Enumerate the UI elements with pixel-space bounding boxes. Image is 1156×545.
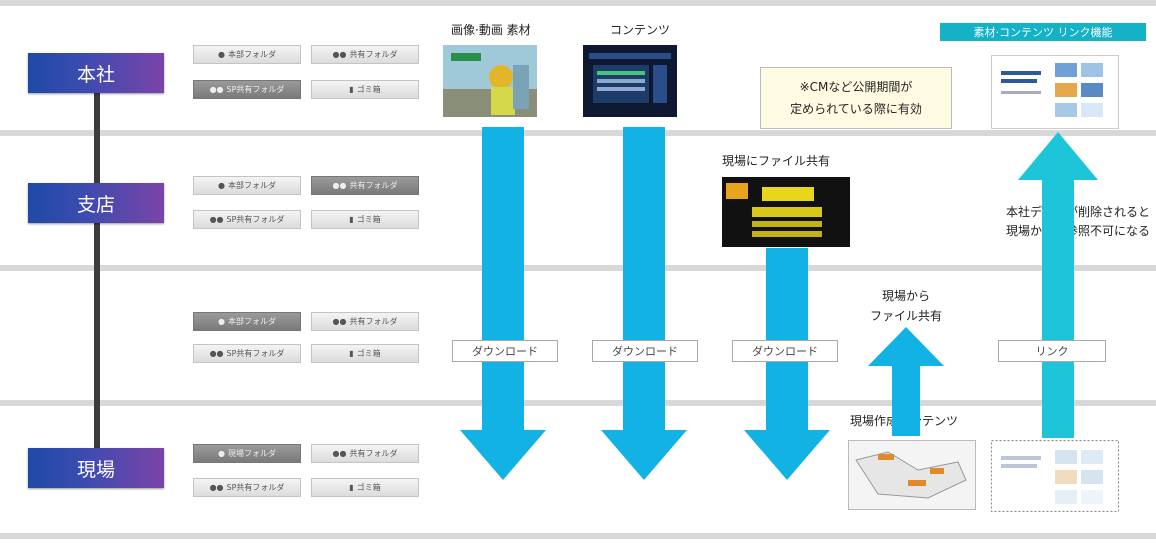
level-genba: 現場 [28, 448, 164, 488]
deleted-note-line2: 現場からも参照不可になる [1005, 224, 1150, 238]
level-honsha-label: 本社 [76, 63, 115, 86]
mid-kyoyu-folder-button[interactable]: ●●共有フォルダ [311, 312, 419, 331]
button-label: 共有フォルダ [349, 50, 398, 59]
honsha-sp-folder-button[interactable]: ●●SP共有フォルダ [193, 80, 301, 99]
deleted-note-line1: 本社データが削除されると [1005, 205, 1150, 219]
honsha-trash-button[interactable]: ▮ゴミ箱 [311, 80, 419, 99]
materials-thumbnail [443, 45, 537, 117]
group-icon: ●● [332, 317, 347, 326]
callout-line2: 定められている際に有効 [790, 102, 922, 116]
link-label: リンク [998, 340, 1106, 362]
group-icon: ●● [209, 349, 224, 358]
deleted-note: 本社データが削除されると 現場からも参照不可になる [960, 203, 1150, 241]
linked-content-thumbnail [991, 55, 1119, 129]
button-label: ゴミ箱 [356, 215, 381, 224]
shiten-sp-folder-button[interactable]: ●●SP共有フォルダ [193, 210, 301, 229]
button-label: ゴミ箱 [356, 349, 381, 358]
person-icon: ● [218, 181, 225, 190]
mid-sp-folder-button[interactable]: ●●SP共有フォルダ [193, 344, 301, 363]
download-label-1: ダウンロード [452, 340, 558, 362]
contents-caption: コンテンツ [610, 23, 671, 37]
genba-kyoyu-folder-button[interactable]: ●●共有フォルダ [311, 444, 419, 463]
shiten-trash-button[interactable]: ▮ゴミ箱 [311, 210, 419, 229]
shiten-honbu-folder-button[interactable]: ●本部フォルダ [193, 176, 301, 195]
button-label: 本部フォルダ [227, 317, 276, 326]
mid-trash-button[interactable]: ▮ゴミ箱 [311, 344, 419, 363]
level-genba-label: 現場 [76, 458, 115, 481]
person-icon: ● [218, 449, 225, 458]
button-label: SP共有フォルダ [226, 215, 285, 224]
button-label: SP共有フォルダ [226, 85, 285, 94]
callout-note: ※CMなど公開期間が 定められている際に有効 [760, 67, 952, 129]
person-icon: ● [218, 50, 225, 59]
from-site-caption: 現場から ファイル共有 [856, 286, 956, 326]
trash-icon: ▮ [349, 483, 354, 492]
linked-placeholder-thumbnail [991, 440, 1119, 512]
upload-arrow-site [868, 327, 944, 436]
mid-honbu-folder-button[interactable]: ●本部フォルダ [193, 312, 301, 331]
honsha-kyoyu-folder-button[interactable]: ●●共有フォルダ [311, 45, 419, 64]
download-label-2: ダウンロード [592, 340, 698, 362]
button-label: ゴミ箱 [356, 85, 381, 94]
button-label: 共有フォルダ [349, 449, 398, 458]
site-share-thumbnail [722, 177, 850, 247]
trash-icon: ▮ [349, 215, 354, 224]
trash-icon: ▮ [349, 349, 354, 358]
group-icon: ●● [332, 449, 347, 458]
button-label: ゴミ箱 [356, 483, 381, 492]
genba-genba-folder-button[interactable]: ●現場フォルダ [193, 444, 301, 463]
button-label: 共有フォルダ [349, 317, 398, 326]
button-label: 本部フォルダ [227, 50, 276, 59]
separator-2 [0, 265, 1156, 271]
site-share-caption: 現場にファイル共有 [722, 154, 831, 168]
separator-top [0, 0, 1156, 6]
shiten-kyoyu-folder-button[interactable]: ●●共有フォルダ [311, 176, 419, 195]
separator-1 [0, 130, 1156, 136]
group-icon: ●● [209, 85, 224, 94]
group-icon: ●● [209, 215, 224, 224]
button-label: SP共有フォルダ [226, 349, 285, 358]
site-created-thumbnail [848, 440, 976, 510]
separator-3 [0, 400, 1156, 406]
group-icon: ●● [332, 181, 347, 190]
button-label: 本部フォルダ [227, 181, 276, 190]
link-feature-badge: 素材·コンテンツ リンク機能 [940, 23, 1146, 41]
group-icon: ●● [209, 483, 224, 492]
button-label: SP共有フォルダ [226, 483, 285, 492]
callout-line1: ※CMなど公開期間が [799, 80, 913, 94]
from-site-caption-line1: 現場から [881, 289, 930, 303]
hierarchy-line [94, 60, 100, 480]
level-honsha: 本社 [28, 53, 164, 93]
genba-sp-folder-button[interactable]: ●●SP共有フォルダ [193, 478, 301, 497]
honsha-honbu-folder-button[interactable]: ●本部フォルダ [193, 45, 301, 64]
contents-thumbnail [583, 45, 677, 117]
download-arrow-materials [460, 127, 546, 480]
link-arrow [1018, 132, 1098, 438]
from-site-caption-line2: ファイル共有 [869, 309, 942, 323]
level-shiten-label: 支店 [76, 193, 115, 216]
separator-bottom [0, 533, 1156, 539]
download-arrow-contents [601, 127, 687, 480]
button-label: 現場フォルダ [227, 449, 276, 458]
download-arrow-site-share [744, 248, 830, 480]
download-label-3: ダウンロード [732, 340, 838, 362]
materials-caption: 画像·動画 素材 [451, 23, 531, 37]
button-label: 共有フォルダ [349, 181, 398, 190]
level-shiten: 支店 [28, 183, 164, 223]
person-icon: ● [218, 317, 225, 326]
trash-icon: ▮ [349, 85, 354, 94]
genba-trash-button[interactable]: ▮ゴミ箱 [311, 478, 419, 497]
group-icon: ●● [332, 50, 347, 59]
